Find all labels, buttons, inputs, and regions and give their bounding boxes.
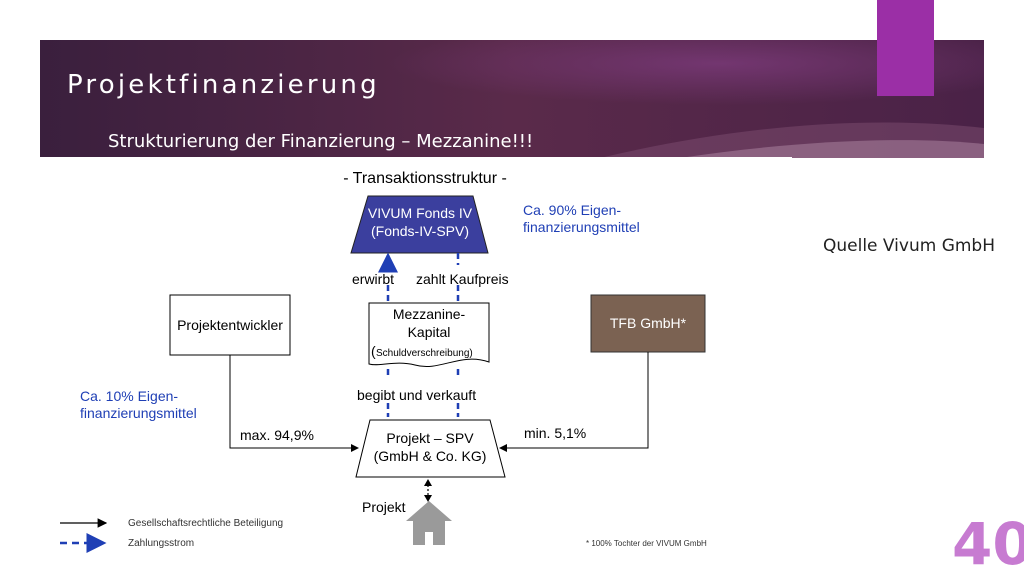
tfb-box [590, 294, 706, 353]
arrowhead-down [424, 495, 432, 502]
entwickler-note-line2: finanzierungsmittel [80, 405, 197, 421]
slide-title: Projektfinanzierung [67, 70, 380, 100]
accent-block [877, 0, 934, 96]
slide-subtitle: Strukturierung der Finanzierung – Mezzan… [108, 131, 534, 152]
mezzanine-box [368, 302, 490, 367]
tfb-connector [499, 352, 649, 452]
legend-solid-label: Gesellschaftsrechtliche Beteiligung [128, 518, 283, 529]
house-icon [406, 501, 452, 545]
mezzanine-line1: Mezzanine- [393, 306, 466, 322]
mezzanine-paren: ( [371, 343, 376, 359]
spv-line2: (GmbH & Co. KG) [374, 448, 487, 464]
projekt-label: Projekt [362, 499, 406, 515]
erwirbt-label: erwirbt [352, 271, 394, 287]
projektentwickler-label: Projektentwickler [177, 317, 283, 333]
mezzanine-line2: Kapital [408, 324, 451, 340]
max-share-label: max. 94,9% [240, 427, 314, 443]
tfb-label: TFB GmbH* [610, 315, 687, 331]
spv-box [355, 419, 506, 478]
diagram-heading: - Transaktionsstruktur - [343, 170, 507, 187]
entwickler-note-line1: Ca. 10% Eigen- [80, 388, 178, 404]
fonds-line1: VIVUM Fonds IV [368, 205, 473, 221]
zahlt-label: zahlt Kaufpreis [416, 271, 509, 287]
legend-dashed-label: Zahlungsstrom [128, 538, 194, 549]
source-label: Quelle Vivum GmbH [823, 236, 996, 256]
fonds-note-line1: Ca. 90% Eigen- [523, 202, 621, 218]
transaction-diagram: - Transaktionsstruktur - VIVUM Fonds IV … [40, 157, 792, 557]
begibt-label: begibt und verkauft [357, 387, 476, 403]
arrowhead-up [424, 479, 432, 486]
footnote: * 100% Tochter der VIVUM GmbH [586, 539, 707, 548]
projektentwickler-box [169, 294, 291, 356]
min-share-label: min. 5,1% [524, 425, 586, 441]
fonds-box [350, 195, 489, 254]
fonds-note-line2: finanzierungsmittel [523, 219, 640, 235]
header-banner [40, 40, 984, 158]
mezzanine-line3: Schuldverschreibung) [376, 348, 473, 359]
spv-line1: Projekt – SPV [386, 430, 474, 446]
page-number: 40 [952, 510, 1024, 578]
entwickler-connector [229, 355, 359, 452]
fonds-line2: (Fonds-IV-SPV) [371, 223, 469, 239]
